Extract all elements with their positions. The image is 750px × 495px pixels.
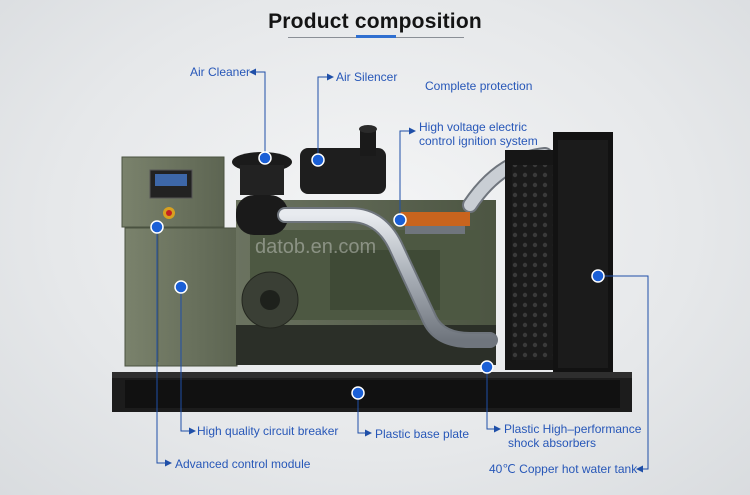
dot-air-silencer (311, 153, 325, 167)
label-shock-line2: shock absorbers (508, 436, 597, 450)
label-ignition-line2: control ignition system (419, 134, 538, 148)
label-circuit-breaker: High quality circuit breaker (197, 424, 339, 438)
title-underline-accent (356, 35, 396, 38)
callout-dots (150, 151, 605, 400)
control-cabinet (121, 156, 238, 367)
label-complete-protection: Complete protection (425, 79, 533, 93)
label-ignition-line1: High voltage electric (419, 120, 528, 134)
dot-ignition (393, 213, 407, 227)
watermark: datob.en.com (255, 236, 377, 258)
ignition-coils (400, 212, 470, 234)
dot-air-cleaner (258, 151, 272, 165)
dot-control-module (150, 220, 164, 234)
callout-arrows (165, 68, 643, 473)
dot-shock-absorbers (480, 360, 494, 374)
page-title: Product composition (268, 10, 482, 33)
dot-base-plate (351, 386, 365, 400)
callout-lines (156, 71, 649, 470)
base-frame (112, 372, 632, 412)
label-shock-line1: Plastic High–performance (504, 422, 642, 436)
label-air-cleaner: Air Cleaner (190, 65, 251, 79)
label-base-plate: Plastic base plate (375, 427, 470, 441)
radiator (505, 132, 613, 372)
dot-water-tank (591, 269, 605, 283)
dot-circuit-breaker (174, 280, 188, 294)
label-air-silencer: Air Silencer (336, 70, 398, 84)
label-water-tank: 40℃ Copper hot water tank (489, 462, 638, 476)
label-control-module: Advanced control module (175, 457, 311, 471)
